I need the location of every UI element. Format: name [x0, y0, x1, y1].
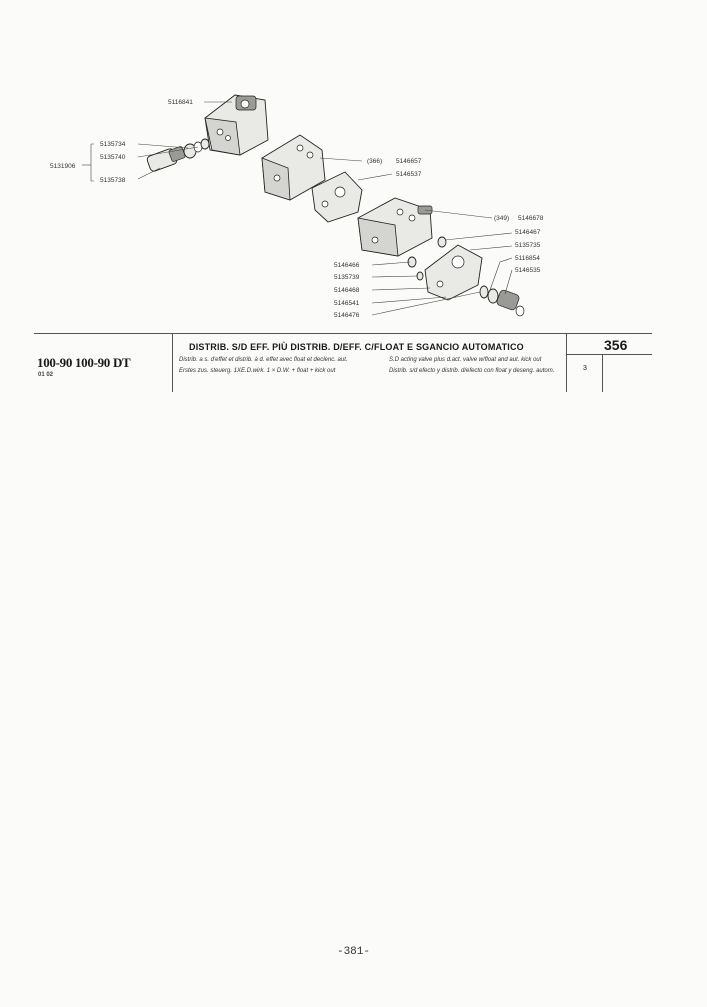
float-cover	[424, 244, 483, 301]
callout-5146467: 5146467	[515, 229, 541, 236]
seal-ring	[437, 236, 447, 248]
callout-5135735: 5135735	[515, 242, 541, 249]
callout-5146476: 5146476	[334, 312, 360, 319]
callout-5116841: 5116841	[168, 99, 193, 106]
divider	[566, 354, 652, 355]
plate-middle	[311, 171, 363, 223]
model-code: 01 02	[38, 372, 54, 378]
callout-5135740: 5135740	[100, 154, 126, 161]
callout-5146466: 5146466	[334, 262, 360, 269]
valve-body-lower	[357, 197, 433, 257]
valve-body-middle	[261, 134, 326, 201]
quantity-cell: 3	[583, 365, 587, 372]
title-german: Erstes zus. steuerg. 1XE.D.wirk. 1 × D.W…	[179, 368, 336, 374]
callout-5135739: 5135739	[334, 274, 360, 281]
plate-title: DISTRIB. S/D EFF. PIÙ DISTRIB. D/EFF. C/…	[189, 342, 524, 352]
callout-5116854: 5116854	[515, 255, 540, 262]
valve-body-top	[204, 94, 269, 156]
page-number: -381-	[336, 946, 370, 958]
plate-number: 356	[604, 337, 628, 353]
model-names: 100-90 100-90 DT	[37, 355, 131, 370]
callout-5135738: 5135738	[100, 177, 126, 184]
callout-ref-366: (366)	[367, 158, 382, 165]
kickout-plug	[479, 285, 525, 317]
divider	[602, 354, 603, 392]
divider	[172, 334, 173, 392]
callout-ref-349: (349)	[494, 215, 509, 222]
callout-5146657: 5146657	[396, 158, 422, 165]
divider	[566, 334, 567, 392]
callout-5146678: 5146678	[518, 215, 544, 222]
title-french: Distrib. a s. d'effet et distrib. à d. e…	[179, 357, 348, 363]
title-english: S.D acting valve plus d.act. valve w/flo…	[389, 357, 542, 363]
callout-5146537: 5146537	[396, 171, 422, 178]
callout-5146541: 5146541	[334, 300, 360, 307]
exploded-parts-diagram: 5116841 5135734 5135740 5131906 5135738 …	[50, 94, 544, 319]
callout-5131906: 5131906	[50, 163, 76, 170]
title-block: 100-90 100-90 DT 01 02 DISTRIB. S/D EFF.…	[34, 333, 652, 392]
title-spanish: Distrib. s/d efecto y distrib. d/efecto …	[389, 368, 555, 374]
callout-5146468: 5146468	[334, 287, 360, 294]
callout-5146535: 5146535	[515, 267, 541, 274]
leader-lines	[82, 101, 513, 316]
spool-assembly	[146, 138, 210, 172]
callout-5135734: 5135734	[100, 141, 126, 148]
